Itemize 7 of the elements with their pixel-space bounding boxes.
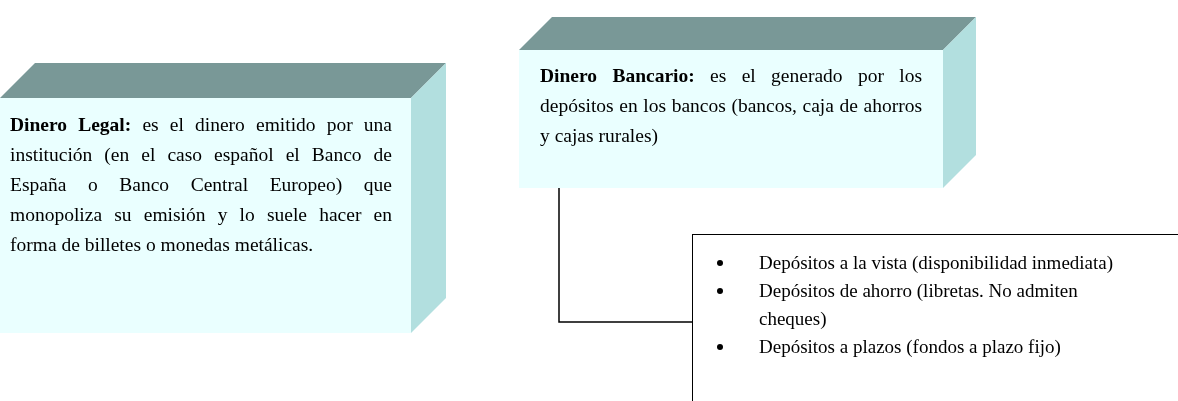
list-box <box>692 234 1178 401</box>
list-item: Depósitos a la vista (disponibilidad inmediata) <box>759 251 1115 275</box>
connector-line <box>558 187 693 323</box>
list-item: Depósitos de ahorro (libretas. No admiten cheques) <box>759 279 1079 331</box>
definition-text: Dinero Legal: es el dinero emitido por una institución (en el caso español el Banco de España o Banco Central Europeo) que monopoliza su emisión y lo suele hacer en forma de billetes o monedas metálicas. <box>10 113 392 257</box>
list-item: Depósitos a plazos (fondos a plazo fijo) <box>759 335 1062 359</box>
definition-text: Dinero Bancario: es el generado por los depósitos en los bancos (bancos, caja de ahorros y cajas rurales) <box>540 64 922 148</box>
